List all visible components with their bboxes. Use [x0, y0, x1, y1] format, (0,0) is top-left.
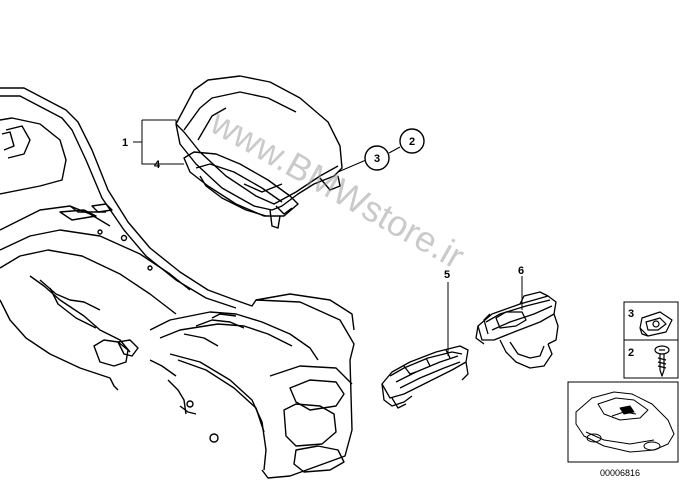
- center-console: [0, 87, 355, 479]
- leader-lines: [133, 119, 523, 356]
- armrest-frame: [183, 151, 299, 229]
- callout-5: 5: [444, 269, 450, 281]
- armrest-lid: [175, 75, 343, 215]
- legend-clip-number: 3: [628, 308, 634, 320]
- screw-icon: [654, 345, 670, 377]
- car-icon: [575, 391, 675, 453]
- watermark-text: www.BMWstore.ir: [203, 101, 471, 277]
- callout-1: 1: [122, 137, 128, 149]
- diagram-id: 00006816: [600, 468, 640, 478]
- legend-screw-number: 2: [628, 347, 634, 359]
- car-locator-thumbnail: [567, 381, 679, 463]
- callout-2: 2: [409, 136, 415, 148]
- spring-clip-icon: [639, 311, 673, 337]
- callout-2-circle: [399, 128, 425, 154]
- ashtray-insert: [381, 345, 469, 409]
- callout-3-circle: [364, 145, 390, 171]
- legend-clip-box: 3: [623, 301, 679, 341]
- callout-6: 6: [518, 265, 524, 277]
- cup-holder: [475, 291, 559, 369]
- callout-3: 3: [374, 153, 380, 165]
- callout-4: 4: [154, 159, 161, 171]
- legend-screw-box: 2: [623, 339, 679, 379]
